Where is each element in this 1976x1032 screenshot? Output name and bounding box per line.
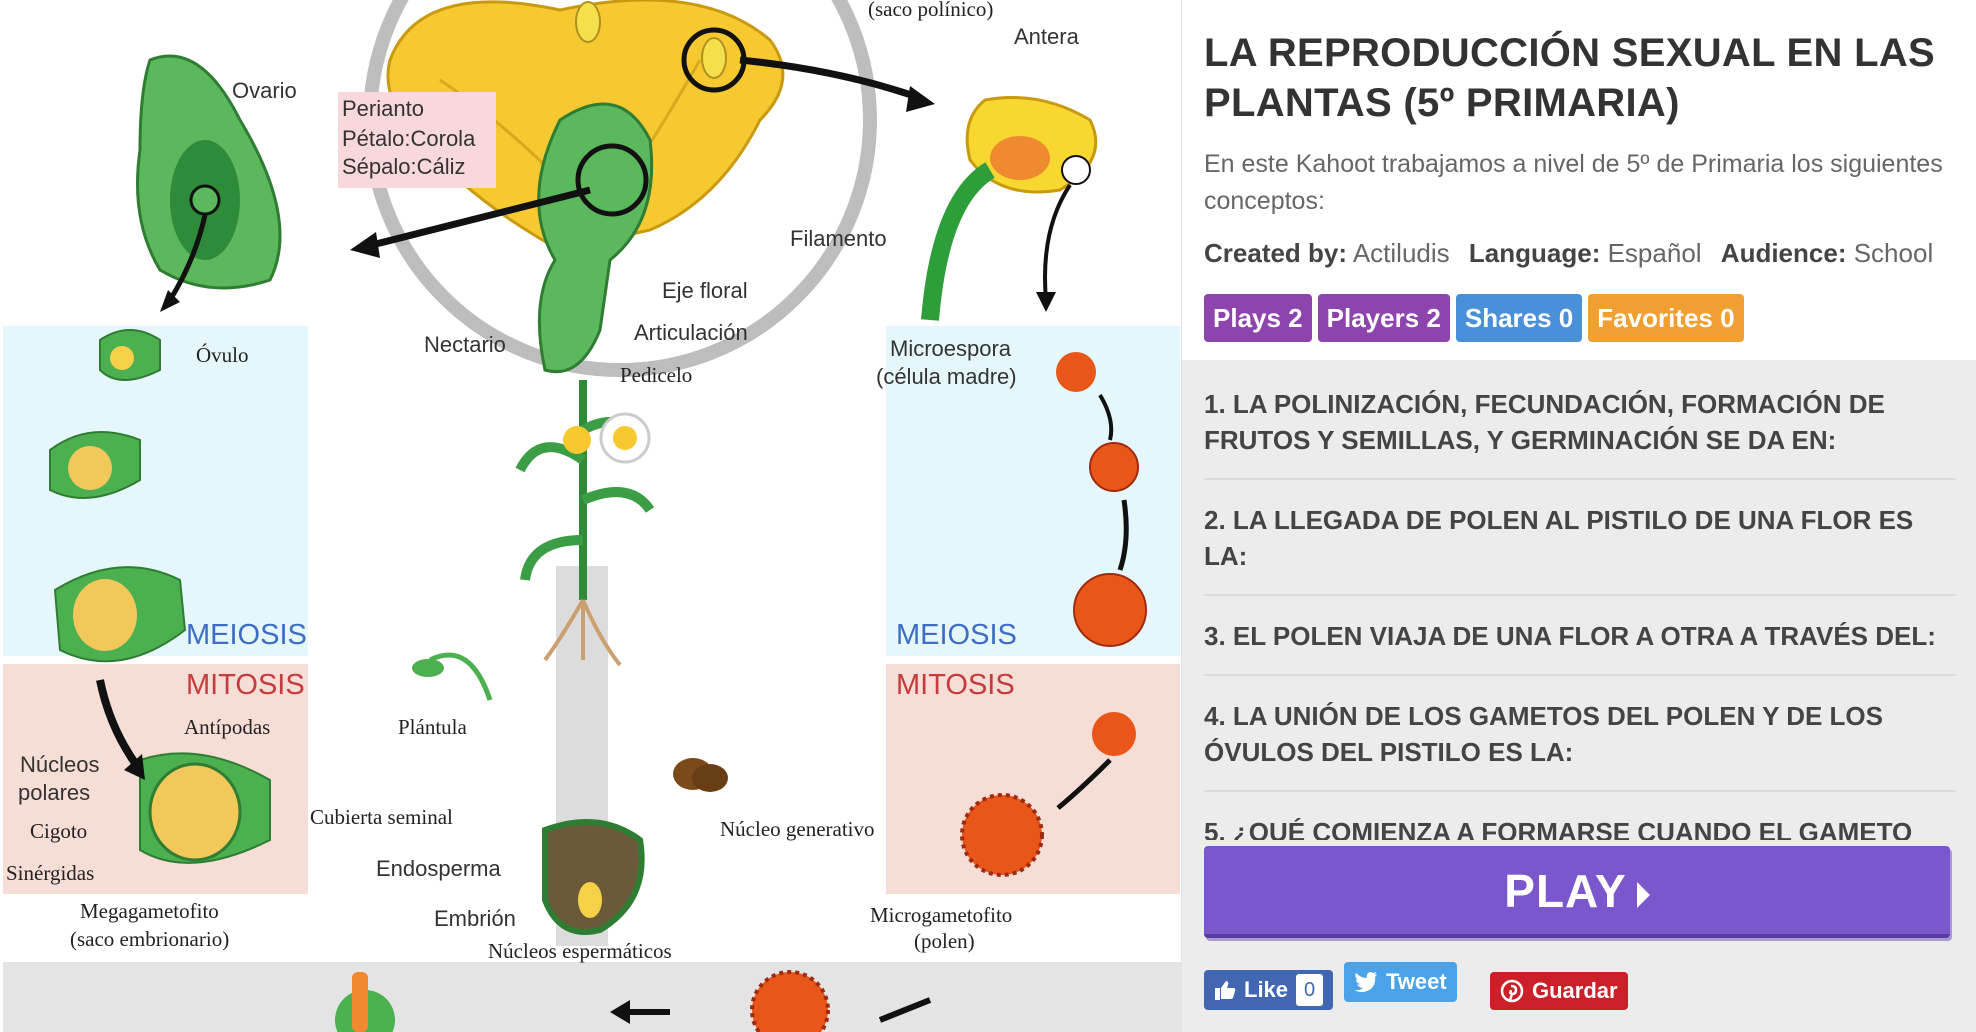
play-button[interactable]: PLAY: [1204, 846, 1950, 938]
label-filamento: Filamento: [790, 226, 887, 251]
label-mitosis-right: MITOSIS: [896, 669, 1015, 701]
plant-reproduction-diagram: (saco polínico) Antera Ovario Perianto P…: [3, 0, 1182, 1032]
label-endosperma: Endosperma: [376, 856, 502, 881]
thumbs-up-icon: [1215, 981, 1236, 1000]
label-meiosis-left: MEIOSIS: [186, 619, 307, 651]
question-item[interactable]: 2. LA LLEGADA DE POLEN AL PISTILO DE UNA…: [1204, 480, 1956, 596]
label-antera: Antera: [1014, 24, 1080, 49]
label-nectario: Nectario: [424, 332, 506, 357]
label-articulacion: Articulación: [634, 320, 748, 345]
label-eje-floral: Eje floral: [662, 278, 748, 303]
label-antipodas: Antípodas: [184, 715, 270, 739]
like-count: 0: [1296, 974, 1324, 1006]
kahoot-title: LA REPRODUCCIÓN SEXUAL EN LAS PLANTAS (5…: [1204, 31, 1935, 125]
stats-badges: Plays 2 Players 2 Shares 0 Favorites 0: [1204, 294, 1744, 342]
shares-badge: Shares 0: [1455, 294, 1583, 342]
kahoot-panel: LA REPRODUCCIÓN SEXUAL EN LAS PLANTAS (5…: [1182, 0, 1976, 1032]
label-sepalo: Sépalo:Cáliz: [342, 154, 466, 179]
perianto-box: [338, 92, 496, 188]
label-mitosis-left: MITOSIS: [186, 669, 305, 701]
bottom-band: [3, 962, 1181, 1032]
label-nucleos: Núcleos: [20, 752, 99, 777]
label-nucleos-espermaticos: Núcleos espermáticos: [488, 939, 672, 963]
label-nucleo-generativo: Núcleo generativo: [720, 817, 875, 841]
label-ovulo: Óvulo: [196, 343, 249, 367]
play-label: PLAY: [1504, 865, 1627, 917]
pinterest-save-button[interactable]: Guardar: [1490, 972, 1628, 1010]
audience-label: Audience:: [1720, 238, 1847, 268]
label-megagametofito: Megagametofito: [80, 899, 219, 923]
kahoot-meta: Created by: Actiludis Language: Español …: [1204, 238, 1964, 269]
facebook-like-button[interactable]: Like 0: [1204, 970, 1334, 1010]
kahoot-description: En este Kahoot trabajamos a nivel de 5º …: [1204, 150, 1943, 215]
label-embrion: Embrión: [434, 906, 516, 931]
label-microgametofito: Microgametofito: [870, 903, 1012, 927]
label-ovario: Ovario: [232, 78, 297, 103]
label-perianto: Perianto: [342, 96, 424, 121]
language-value: Español: [1607, 238, 1702, 268]
label-polares: polares: [18, 780, 90, 805]
kahoot-info: LA REPRODUCCIÓN SEXUAL EN LAS PLANTAS (5…: [1182, 0, 1976, 360]
label-saco-embrionario: (saco embrionario): [70, 927, 229, 951]
label-microespora: Microespora: [890, 336, 1012, 361]
plays-badge: Plays 2: [1204, 294, 1312, 342]
label-pedicelo: Pedicelo: [620, 363, 692, 387]
label-saco-polinico: (saco polínico): [868, 0, 993, 21]
like-label: Like: [1244, 977, 1289, 1002]
label-plantula: Plántula: [398, 715, 468, 739]
question-item[interactable]: 3. EL POLEN VIAJA DE UNA FLOR A OTRA A T…: [1204, 596, 1956, 676]
label-petalo: Pétalo:Corola: [342, 126, 476, 151]
twitter-bird-icon: [1354, 972, 1377, 992]
tweet-button[interactable]: Tweet: [1344, 962, 1457, 1002]
pinterest-icon: [1500, 979, 1524, 1003]
players-badge: Players 2: [1317, 294, 1450, 342]
pistil: [537, 102, 654, 374]
audience-value: School: [1853, 238, 1934, 268]
label-sinergidas: Sinérgidas: [6, 861, 94, 885]
created-by-label: Created by:: [1204, 238, 1348, 268]
label-cigoto: Cigoto: [30, 819, 87, 843]
label-celula-madre: (célula madre): [876, 364, 1017, 389]
created-by-value[interactable]: Actiludis: [1352, 238, 1450, 268]
label-polen: (polen): [914, 929, 975, 953]
diagram-svg: (saco polínico) Antera Ovario Perianto P…: [3, 0, 1181, 1032]
save-label: Guardar: [1532, 978, 1618, 1003]
tweet-label: Tweet: [1386, 969, 1447, 994]
label-cubierta-seminal: Cubierta seminal: [310, 805, 453, 829]
question-item[interactable]: 5. ¿QUÉ COMIENZA A FORMARSE CUANDO EL GA…: [1204, 792, 1956, 840]
question-item[interactable]: 4. LA UNIÓN DE LOS GAMETOS DEL POLEN Y D…: [1204, 676, 1956, 792]
question-list: 1. LA POLINIZACIÓN, FECUNDACIÓN, FORMACI…: [1204, 364, 1956, 840]
ovary-zoom-circle: [575, 143, 649, 217]
label-meiosis-right: MEIOSIS: [896, 619, 1017, 651]
question-item[interactable]: 1. LA POLINIZACIÓN, FECUNDACIÓN, FORMACI…: [1204, 364, 1956, 480]
play-arrow-icon: [1636, 881, 1650, 908]
favorites-badge: Favorites 0: [1588, 294, 1744, 342]
language-label: Language:: [1468, 238, 1601, 268]
